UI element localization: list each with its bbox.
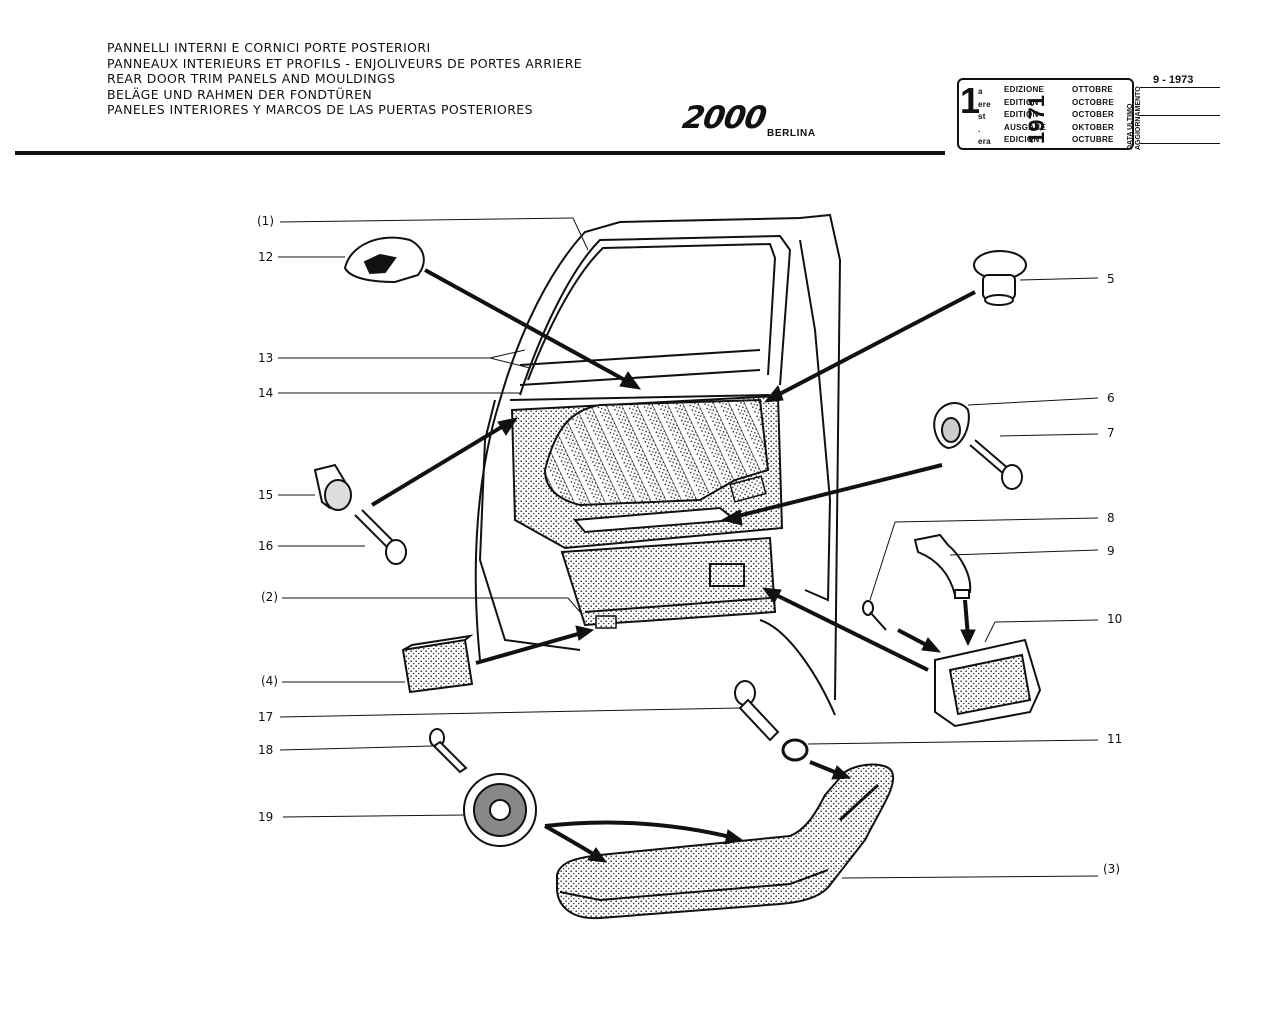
part-3-armrest <box>556 763 895 920</box>
suffix: st <box>978 112 986 121</box>
title-german: BELÄGE UND RAHMEN DER FONDTÜREN <box>107 86 373 102</box>
update-line <box>1140 143 1220 144</box>
suffix: a <box>978 87 983 96</box>
part-18-bolt <box>429 728 468 774</box>
callout-14: 14 <box>258 386 274 400</box>
month-label: OCTUBRE <box>1072 135 1114 144</box>
edition-label: EDITION <box>1004 97 1039 107</box>
title-italian: PANNELLI INTERNI E CORNICI PORTE POSTERI… <box>107 40 431 55</box>
callout-11: 11 <box>1107 732 1123 746</box>
part-12-handle <box>343 236 425 284</box>
callout-19: 19 <box>258 810 274 824</box>
callout-13: 13 <box>258 351 274 365</box>
edition-box <box>957 78 1134 150</box>
part-5-clip <box>973 250 1027 306</box>
lower-trim-panel <box>560 536 777 627</box>
callout-6: 6 <box>1107 391 1115 405</box>
part-10-ashtray <box>934 638 1042 728</box>
callout-5: 5 <box>1107 272 1115 286</box>
part-9-clip <box>913 533 972 599</box>
month-label: OCTOBER <box>1072 110 1114 119</box>
part-7-screw <box>969 439 1023 490</box>
callout-4: (4) <box>261 674 278 688</box>
callout-18: 18 <box>258 743 274 757</box>
month-label: OCTOBRE <box>1072 97 1114 107</box>
callout-17: 17 <box>258 710 274 724</box>
edition-label: EDIZIONE <box>1004 85 1045 94</box>
callout-9: 9 <box>1107 544 1115 558</box>
month-label: OTTOBRE <box>1072 85 1114 94</box>
callout-3: (3) <box>1103 862 1120 876</box>
ashtray-mounted <box>709 563 745 587</box>
part-6-cup-washer <box>933 402 970 450</box>
callout-7: 7 <box>1107 426 1115 440</box>
part-4-reflector <box>401 634 474 694</box>
edition-months: OTTOBRE OCTOBRE OCTOBER OKTOBER OCTUBRE <box>1072 84 1114 147</box>
title-french: PANNEAUX INTERIEURS ET PROFILS - ENJOLIV… <box>107 55 583 71</box>
page-titles: PANNELLI INTERNI E CORNICI PORTE POSTERI… <box>107 40 582 118</box>
suffix: . <box>978 124 981 134</box>
part-11-washer <box>781 738 809 762</box>
update-line <box>1140 115 1220 116</box>
edition-label: EDITION <box>1004 110 1039 119</box>
header-rule <box>15 151 945 155</box>
edition-number: 1 <box>960 80 981 121</box>
suffix: era <box>978 137 991 146</box>
title-spanish: PANELES INTERIORES Y MARCOS DE LAS PUERT… <box>107 102 533 117</box>
callout-16: 16 <box>258 539 274 553</box>
panel-pleated-insert <box>543 398 770 507</box>
part-15-grommet <box>313 463 352 511</box>
part-17-bolt <box>734 680 780 742</box>
part-19-rosette <box>463 773 537 847</box>
edition-label: EDICION <box>1004 135 1040 144</box>
update-date: 9 - 1973 <box>1153 74 1194 86</box>
part-8-screw <box>862 600 887 631</box>
callout-10: 10 <box>1107 612 1123 626</box>
callout-2: (2) <box>261 590 278 604</box>
door-body <box>474 213 842 716</box>
suffix: ere <box>978 99 991 109</box>
leader-lines <box>278 217 1099 879</box>
edition-label: AUSGABE <box>1004 122 1047 132</box>
edition-labels: EDIZIONE EDITION EDITION AUSGABE EDICION <box>1004 84 1046 147</box>
assembly-arrows <box>370 268 976 863</box>
handle-escutcheon <box>729 475 767 503</box>
edition-suffixes: a ere st . era <box>978 86 991 149</box>
callout-12: 12 <box>258 250 274 264</box>
model-name: BERLINA <box>767 128 816 139</box>
part-16-screw <box>354 509 407 565</box>
reflector-mounted <box>595 615 617 629</box>
month-label: OKTOBER <box>1072 122 1114 132</box>
callout-1: (1) <box>257 214 274 228</box>
update-line <box>1140 87 1220 88</box>
callout-8: 8 <box>1107 511 1115 525</box>
title-english: REAR DOOR TRIM PANELS AND MOULDINGS <box>107 71 396 86</box>
callout-15: 15 <box>258 488 274 502</box>
